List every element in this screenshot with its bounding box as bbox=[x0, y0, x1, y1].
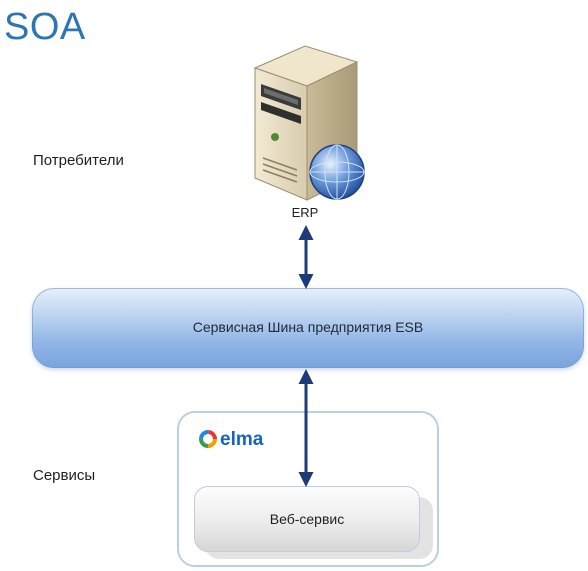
page-title: SOA bbox=[4, 6, 86, 48]
elma-logo-text: elma bbox=[220, 429, 264, 450]
esb-label: Сервисная Шина предприятия ESB bbox=[192, 319, 424, 335]
web-service-box: Веб-сервис bbox=[194, 486, 420, 552]
services-label: Сервисы bbox=[33, 467, 96, 484]
server-globe-icon bbox=[253, 45, 365, 201]
web-service-label: Веб-сервис bbox=[269, 511, 345, 527]
erp-label: ERP bbox=[291, 205, 319, 220]
elma-logo-icon: elma bbox=[199, 429, 264, 450]
consumers-label: Потребители bbox=[33, 152, 124, 169]
esb-bus: Сервисная Шина предприятия ESB bbox=[32, 288, 584, 368]
